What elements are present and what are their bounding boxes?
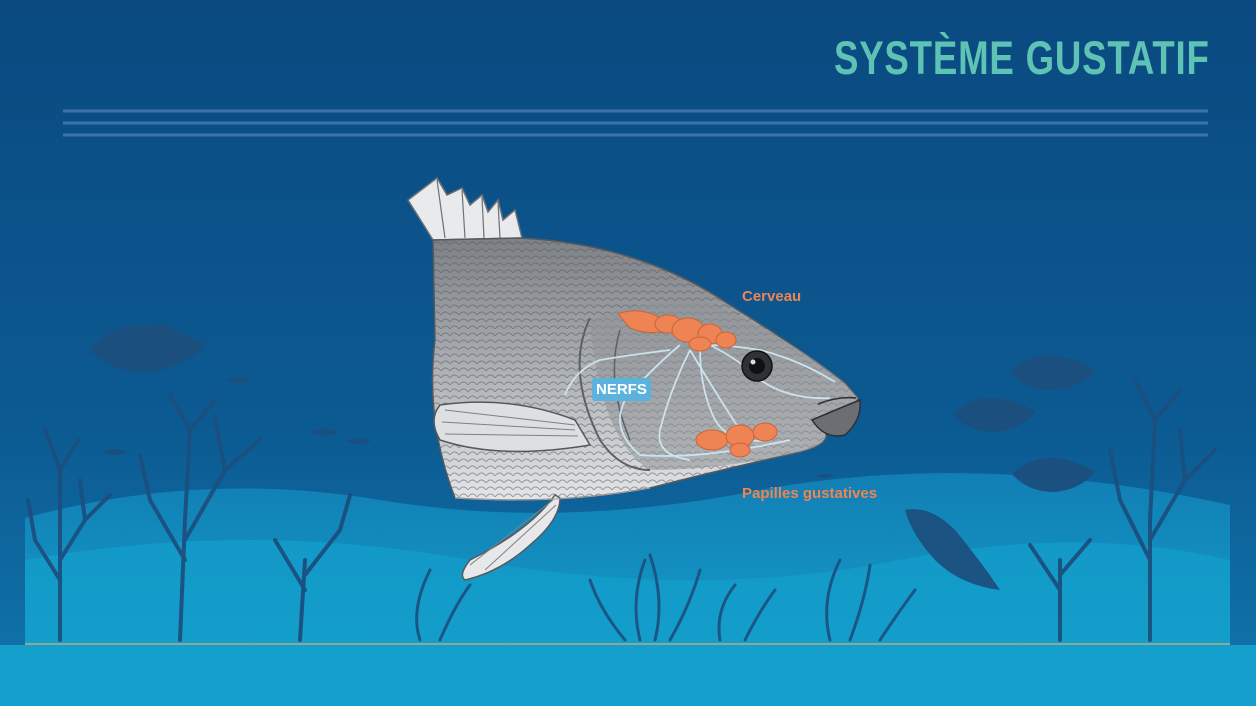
- label-nerfs: NERFS: [592, 378, 651, 401]
- label-cerveau: Cerveau: [742, 288, 802, 305]
- wave-lines: [63, 109, 1208, 137]
- page-title: SYSTÈME GUSTATIF: [834, 31, 1210, 84]
- pectoral-fin: [433, 401, 592, 453]
- taste-buds-icon: [695, 422, 778, 458]
- coral-silhouette: [26, 378, 1217, 642]
- dorsal-fin: [407, 176, 523, 241]
- fish-silhouette: [90, 323, 1095, 590]
- pelvic-fin: [461, 494, 561, 581]
- seaweed-silhouette: [415, 553, 917, 642]
- mouth: [810, 398, 861, 437]
- brain-icon: [617, 310, 737, 352]
- fish-illustration: [407, 176, 861, 581]
- label-papilles-gustatives: Papilles gustatives: [742, 485, 878, 502]
